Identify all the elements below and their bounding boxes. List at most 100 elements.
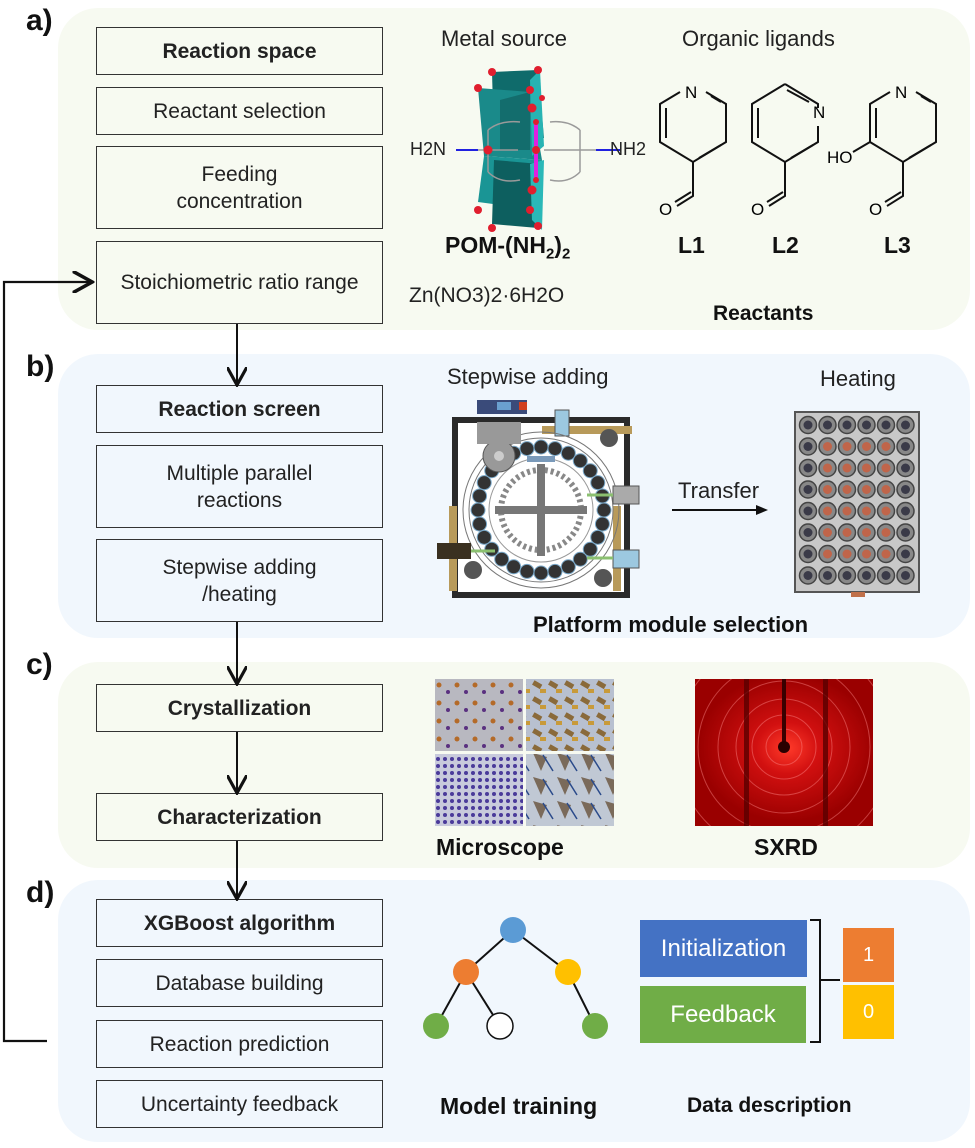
- stepwise-adding-platform-image: [437, 400, 640, 598]
- label-one-block: 1: [843, 928, 894, 982]
- ligand-l3-structure: [852, 91, 937, 207]
- tree-leaf-3: [582, 1013, 608, 1039]
- h2n-label: H2N: [410, 139, 446, 160]
- carousel-vial: [582, 463, 598, 479]
- model-training-caption: Model training: [440, 1093, 598, 1119]
- l3-hydroxyl: HO: [827, 148, 853, 167]
- heating-wells: [798, 415, 915, 585]
- stepwise-adding-title: Stepwise adding: [447, 364, 609, 389]
- l2-nitrogen: N: [813, 103, 825, 122]
- ligand-l2-label: L2: [772, 232, 799, 258]
- carousel-vial: [560, 559, 576, 575]
- heating-well-sample: [803, 571, 813, 580]
- step-reaction-prediction: Reaction prediction: [96, 1020, 383, 1068]
- l1-nitrogen: N: [685, 83, 697, 102]
- data-description-caption: Data description: [687, 1094, 852, 1117]
- feedback-block: Feedback: [640, 986, 806, 1043]
- heating-well-sample: [803, 420, 813, 430]
- carousel-vial: [572, 551, 588, 567]
- heating-well-sample: [881, 420, 891, 430]
- heating-well-sample: [881, 571, 891, 580]
- transfer-arrow: [672, 505, 768, 515]
- heating-well-sample: [862, 549, 871, 559]
- tree-node-left: [453, 959, 479, 985]
- step-stepwise-adding-heating: Stepwise adding /heating: [96, 539, 383, 622]
- heating-plate-image: [794, 411, 920, 597]
- carousel-vial: [476, 475, 492, 491]
- heating-well-sample: [803, 549, 813, 559]
- carousel-vial: [547, 441, 563, 457]
- panel-c-label: c): [26, 648, 53, 681]
- step-feeding-concentration: Feeding concentration: [96, 146, 383, 229]
- heating-well-sample: [823, 571, 832, 580]
- heating-well-sample: [862, 506, 871, 516]
- step-database-building: Database building: [96, 959, 383, 1007]
- initialization-block: Initialization: [640, 920, 807, 977]
- heating-well-sample: [901, 420, 910, 430]
- carousel-vial: [470, 502, 486, 518]
- step-multiple-parallel-reactions: Multiple parallel reactions: [96, 445, 383, 528]
- heating-well-sample: [803, 463, 813, 473]
- carousel-vial: [519, 441, 535, 457]
- microscope-images: [435, 679, 614, 826]
- heating-well-sample: [862, 420, 871, 430]
- panel-d-label: d): [26, 876, 55, 909]
- carousel-vial: [494, 551, 510, 567]
- step-uncertainty-feedback: Uncertainty feedback: [96, 1080, 383, 1128]
- bracket-icon: [810, 919, 840, 1043]
- heating-well-sample: [862, 528, 871, 537]
- metal-source-title: Metal source: [441, 26, 567, 51]
- feedback-loop-arrow: [2, 282, 90, 1043]
- l2-oxygen: O: [751, 200, 764, 219]
- heating-well-sample: [803, 442, 813, 451]
- heating-well-sample: [842, 506, 852, 516]
- sxrd-caption: SXRD: [754, 834, 818, 860]
- zn-salt-formula: Zn(NO3)2·6H2O: [409, 284, 565, 307]
- heating-well-sample: [901, 485, 910, 494]
- pom-oxygen-atoms: [474, 66, 545, 232]
- heating-well-sample: [881, 506, 891, 516]
- heating-well-sample: [803, 506, 813, 516]
- pom-label-main: POM-(NH: [445, 232, 546, 258]
- transfer-label: Transfer: [678, 478, 760, 503]
- carousel-vial: [572, 453, 588, 469]
- carousel-vial: [533, 439, 549, 455]
- carousel-vial: [582, 541, 598, 557]
- carousel-vial: [590, 475, 606, 491]
- carousel-vials: [470, 439, 612, 581]
- decision-tree-diagram: [423, 917, 608, 1040]
- heating-well-sample: [803, 485, 813, 494]
- pom-label-close: ): [554, 232, 562, 258]
- heating-well-sample: [823, 549, 832, 559]
- h2n-text: H2N: [410, 139, 447, 159]
- pom-label-sub2: 2: [561, 245, 571, 263]
- heating-well-sample: [842, 528, 852, 537]
- ligand-l2-structure: [751, 83, 819, 207]
- panel-b-label: b): [26, 350, 55, 383]
- heating-well-sample: [881, 463, 891, 473]
- heating-well-sample: [842, 420, 852, 430]
- nh2-label: NH2: [610, 139, 646, 160]
- heating-well-sample: [901, 571, 910, 580]
- heating-well-sample: [823, 506, 832, 516]
- step-reactant-selection: Reactant selection: [96, 87, 383, 135]
- heating-well-sample: [901, 549, 910, 559]
- carousel-vial: [519, 563, 535, 579]
- ligand-l3-label: L3: [884, 232, 911, 258]
- microscope-caption: Microscope: [436, 834, 564, 860]
- reactants-caption: Reactants: [713, 302, 814, 325]
- step-stoichiometric-ratio-range: Stoichiometric ratio range: [96, 241, 383, 324]
- heating-well-sample: [881, 549, 891, 559]
- nh2-text: NH2: [610, 139, 647, 159]
- carousel-vial: [533, 565, 549, 581]
- tree-leaf-1: [423, 1013, 449, 1039]
- carousel-vial: [560, 445, 576, 461]
- heating-well-sample: [842, 571, 852, 580]
- carousel-vial: [484, 541, 500, 557]
- carousel-vial: [476, 529, 492, 545]
- heating-well-sample: [881, 442, 891, 451]
- ligand-l1-label: L1: [678, 232, 705, 258]
- heating-well-sample: [901, 442, 910, 451]
- pom-label: POM-(NH2)2: [445, 232, 570, 263]
